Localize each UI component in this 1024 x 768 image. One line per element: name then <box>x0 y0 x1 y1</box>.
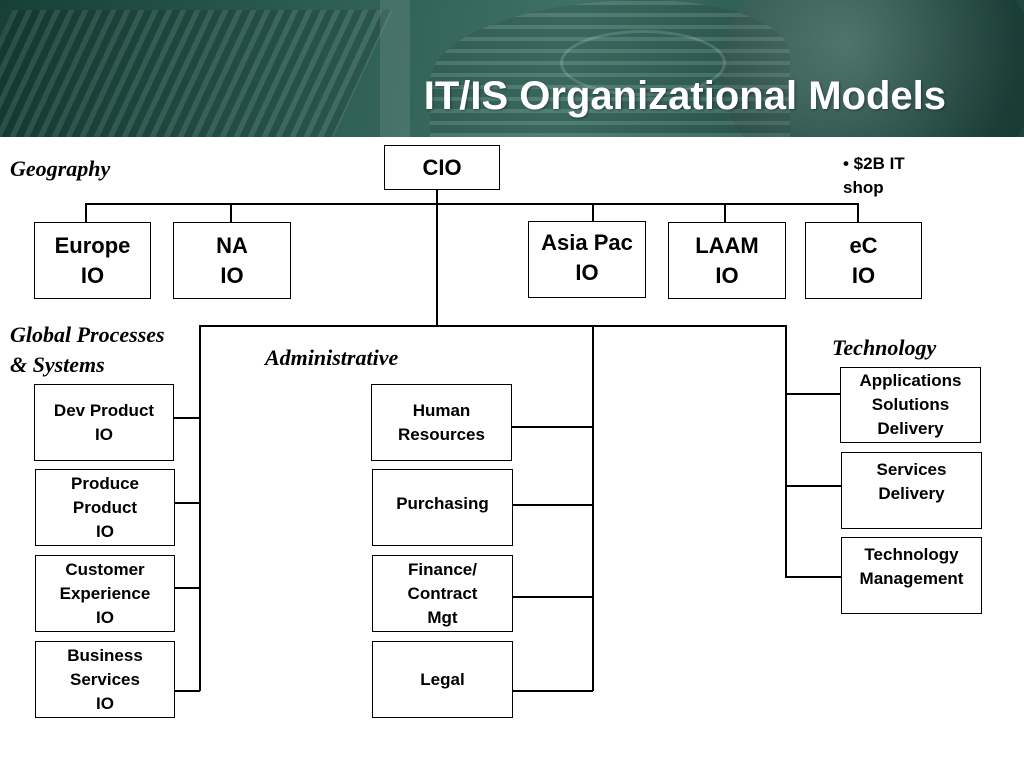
org-node-purchasing: Purchasing <box>372 469 513 546</box>
org-node-applications-solutions-delivery: Applications Solutions Delivery <box>840 367 981 443</box>
connector-line <box>592 203 594 221</box>
org-node-label: Human Resources <box>398 400 485 444</box>
org-node-label: Services Delivery <box>876 460 947 503</box>
org-node-dev-product-io: Dev Product IO <box>34 384 174 461</box>
banner-building-graphic <box>0 10 393 137</box>
section-label-administrative: Administrative <box>265 345 399 370</box>
org-node-label: Europe IO <box>54 232 131 288</box>
connector-line <box>786 576 842 578</box>
connector-line <box>174 587 200 589</box>
connector-line <box>857 203 859 222</box>
org-node-finance-contract-mgt: Finance/ Contract Mgt <box>372 555 513 632</box>
banner-building-graphic <box>560 30 726 96</box>
org-node-label: eC IO <box>849 232 878 288</box>
org-node-legal: Legal <box>372 641 513 718</box>
connector-line <box>786 485 842 487</box>
org-node-technology-management: Technology Management <box>841 537 982 614</box>
org-node-label: Finance/ Contract Mgt <box>407 559 478 627</box>
org-node-label: NA IO <box>216 232 248 288</box>
connector-line <box>199 325 201 691</box>
connector-line <box>436 189 438 327</box>
connector-line <box>230 203 232 222</box>
connector-line <box>785 325 787 578</box>
org-node-laam-io: LAAM IO <box>668 222 786 299</box>
org-node-customer-experience-io: Customer Experience IO <box>35 555 175 632</box>
connector-line <box>724 203 726 222</box>
budget-note: • $2B IT shop <box>843 154 905 197</box>
connector-line <box>174 690 200 692</box>
org-node-cio: CIO <box>384 145 500 190</box>
org-node-label: Dev Product IO <box>53 400 155 444</box>
org-node-label: Applications Solutions Delivery <box>859 371 962 438</box>
org-node-label: LAAM IO <box>695 232 759 288</box>
org-node-services-delivery: Services Delivery <box>841 452 982 529</box>
org-node-label: Produce Product IO <box>70 473 140 541</box>
org-node-label: Business Services IO <box>67 645 143 713</box>
org-node-europe-io: Europe IO <box>34 222 151 299</box>
org-node-label: CIO <box>422 154 462 180</box>
org-node-asia-pac-io: Asia Pac IO <box>528 221 646 298</box>
section-label-global-processes: Global Processes & Systems <box>10 322 165 377</box>
section-label-geography: Geography <box>10 156 111 181</box>
org-node-produce-product-io: Produce Product IO <box>35 469 175 546</box>
slide-title: IT/IS Organizational Models <box>423 74 946 118</box>
connector-line <box>174 417 200 419</box>
org-node-label: Customer Experience IO <box>59 559 151 627</box>
title-banner: IT/IS Organizational Models <box>0 0 1024 137</box>
connector-line <box>174 502 200 504</box>
org-node-ec-io: eC IO <box>805 222 922 299</box>
connector-line <box>512 504 593 506</box>
connector-line <box>199 325 787 327</box>
org-node-label: Legal <box>420 669 465 689</box>
org-node-na-io: NA IO <box>173 222 291 299</box>
banner-building-graphic <box>720 0 1024 137</box>
org-node-label: Asia Pac IO <box>541 230 633 285</box>
connector-line <box>85 203 87 222</box>
org-node-human-resources: Human Resources <box>371 384 512 461</box>
connector-line <box>85 203 858 205</box>
org-node-business-services-io: Business Services IO <box>35 641 175 718</box>
connector-line <box>786 393 841 395</box>
connector-line <box>512 596 593 598</box>
org-node-label: Purchasing <box>396 494 489 513</box>
org-node-label: Technology Management <box>859 545 964 588</box>
banner-building-graphic <box>380 0 410 137</box>
connector-line <box>592 325 594 691</box>
connector-line <box>512 690 593 692</box>
connector-line <box>511 426 593 428</box>
section-label-technology: Technology <box>832 335 937 360</box>
